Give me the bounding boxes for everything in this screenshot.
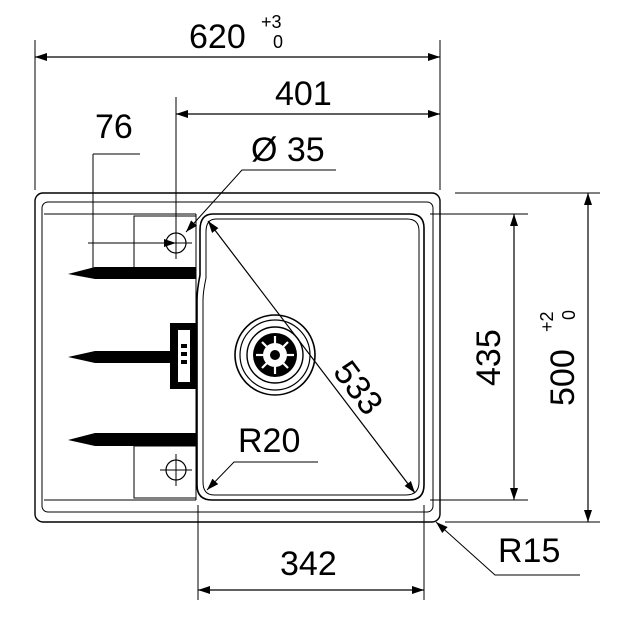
drainer-rib-2: [68, 351, 170, 363]
dimension-overall-depth: 500 +2 0: [445, 192, 600, 523]
bowl-diagonal-value: 533: [326, 354, 390, 422]
sink-rim-outline: [41, 201, 434, 513]
sink-body: [34, 192, 441, 523]
tap-hole-value: Ø 35: [251, 131, 325, 169]
dimension-bowl-width: 342: [197, 505, 425, 600]
tap-hole-mount-top: [133, 215, 197, 269]
outer-radius-value: R15: [498, 532, 560, 570]
dimension-tap-offset: 76: [88, 108, 176, 270]
overall-width-tol-upper: +3: [261, 12, 282, 32]
overall-width-tol-lower: 0: [273, 32, 283, 52]
bowl-depth-value: 435: [470, 329, 508, 386]
drainer-rib-3: [68, 433, 196, 446]
overall-depth-value: 500: [544, 349, 582, 406]
drainer-rib-1: [68, 267, 196, 279]
tap-offset-value: 76: [95, 108, 133, 146]
overall-width-value: 620: [189, 18, 246, 56]
overall-depth-tol-upper: +2: [537, 311, 557, 332]
dimension-inner-radius: R20: [206, 422, 318, 491]
bowl-width-value: 342: [280, 545, 337, 583]
dimension-outer-radius: R15: [435, 521, 580, 576]
dimension-bowl-depth: 435: [430, 213, 528, 501]
tap-hole-bottom: [160, 454, 192, 486]
overflow-slot-bar-3: [181, 360, 187, 364]
bowl-inner-outline: [202, 218, 420, 496]
bowl-outline: [196, 213, 425, 501]
drain-waste-icon: [234, 314, 316, 396]
sink-outer-outline: [34, 192, 441, 523]
inner-radius-value: R20: [238, 422, 300, 460]
overflow-slot-bar-2: [181, 352, 187, 356]
tap-hole-mount-bottom: [133, 445, 197, 499]
dimension-tap-hole: Ø 35: [185, 131, 336, 233]
dimension-bowl-offset: 401: [175, 75, 440, 228]
overall-depth-tol-lower: 0: [559, 310, 579, 320]
dimension-overall-width: 620 +3 0: [34, 12, 441, 190]
overflow-slot-bar-1: [181, 344, 187, 348]
bowl-offset-value: 401: [275, 75, 332, 113]
drainer-area: [44, 213, 197, 501]
